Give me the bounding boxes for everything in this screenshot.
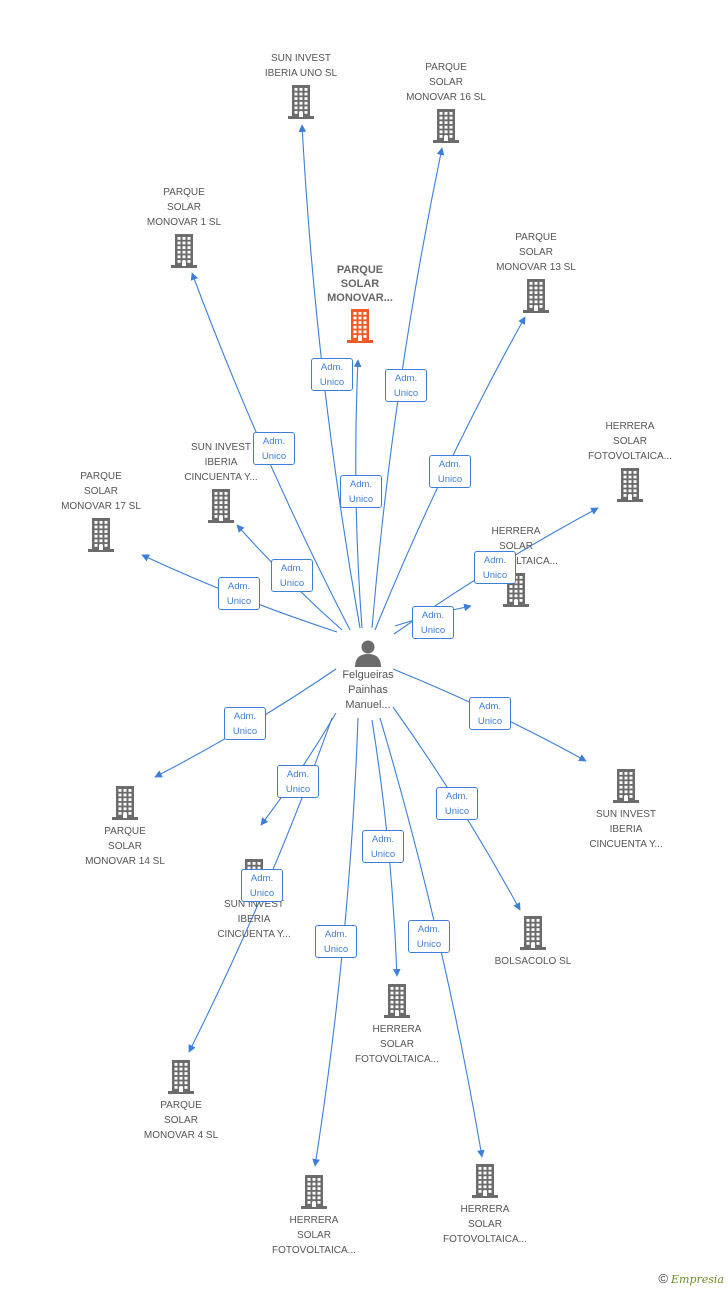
relation-badge-monovar-13[interactable]: Adm. Unico — [429, 455, 471, 488]
center-person-node[interactable]: Felgueiras Painhas Manuel... — [298, 638, 438, 713]
company-node-sun-cinc-2[interactable]: SUN INVEST IBERIA CINCUENTA Y... — [556, 769, 696, 852]
building-icon — [523, 279, 549, 313]
relation-badge-monovar-14[interactable]: Adm. Unico — [224, 707, 266, 740]
company-label: HERRERA SOLAR FOTOVOLTAICA... — [474, 526, 558, 567]
company-node-sun-uno[interactable]: SUN INVEST IBERIA UNO SL — [231, 51, 371, 119]
company-label: HERRERA SOLAR FOTOVOLTAICA... — [272, 1215, 356, 1256]
building-icon — [288, 85, 314, 119]
company-label: SUN INVEST IBERIA CINCUENTA Y... — [217, 899, 291, 940]
relation-badge-herrera-b2[interactable]: Adm. Unico — [315, 925, 357, 958]
relation-badge-monovar-16[interactable]: Adm. Unico — [385, 369, 427, 402]
company-label: SUN INVEST IBERIA CINCUENTA Y... — [589, 809, 663, 850]
company-label: HERRERA SOLAR FOTOVOLTAICA... — [355, 1024, 439, 1065]
company-node-herrera-mid[interactable]: HERRERA SOLAR FOTOVOLTAICA... — [446, 524, 586, 607]
company-label: PARQUE SOLAR MONOVAR 1 SL — [146, 187, 222, 228]
building-icon — [613, 769, 639, 803]
company-node-herrera-b2[interactable]: HERRERA SOLAR FOTOVOLTAICA... — [244, 1175, 384, 1258]
person-icon — [355, 640, 381, 667]
brand-name: Empresia — [671, 1273, 724, 1286]
relation-badge-sun-uno[interactable]: Adm. Unico — [311, 358, 353, 391]
brand-footer[interactable]: ©Empresia — [658, 1271, 724, 1286]
building-icon — [472, 1164, 498, 1198]
relation-badge-sun-cinc-1[interactable]: Adm. Unico — [271, 559, 313, 592]
company-node-monovar-13[interactable]: PARQUE SOLAR MONOVAR 13 SL — [466, 230, 606, 313]
relation-badge-herrera-b3[interactable]: Adm. Unico — [408, 920, 450, 953]
company-label: PARQUE SOLAR MONOVAR 16 SL — [406, 62, 486, 103]
company-node-bolsacolo[interactable]: BOLSACOLO SL — [463, 916, 603, 969]
company-node-herrera-top[interactable]: HERRERA SOLAR FOTOVOLTAICA... — [560, 419, 700, 502]
building-icon — [208, 489, 234, 523]
relation-badge-herrera-top[interactable]: Adm. Unico — [474, 551, 516, 584]
company-node-monovar-17[interactable]: PARQUE SOLAR MONOVAR 17 SL — [31, 469, 171, 552]
building-icon — [433, 109, 459, 143]
company-label: SUN INVEST IBERIA CINCUENTA Y... — [184, 442, 258, 483]
relation-badge-monovar-17[interactable]: Adm. Unico — [218, 577, 260, 610]
building-icon — [112, 786, 138, 820]
building-icon — [88, 518, 114, 552]
company-node-monovar-14[interactable]: PARQUE SOLAR MONOVAR 14 SL — [55, 786, 195, 869]
company-label: SUN INVEST IBERIA UNO SL — [264, 53, 338, 79]
building-icon — [520, 916, 546, 950]
company-node-monovar-4[interactable]: PARQUE SOLAR MONOVAR 4 SL — [111, 1060, 251, 1143]
company-label: PARQUE SOLAR MONOVAR 17 SL — [61, 471, 141, 512]
company-label: PARQUE SOLAR MONOVAR 4 SL — [143, 1100, 219, 1141]
relation-badge-bolsacolo[interactable]: Adm. Unico — [436, 787, 478, 820]
building-icon — [301, 1175, 327, 1209]
company-label: HERRERA SOLAR FOTOVOLTAICA... — [588, 421, 672, 462]
company-node-sun-cinc-1[interactable]: SUN INVEST IBERIA CINCUENTA Y... — [151, 440, 291, 523]
relation-badge-sun-cinc-3[interactable]: Adm. Unico — [277, 765, 319, 798]
relation-badge-monovar-4[interactable]: Adm. Unico — [241, 869, 283, 902]
relation-badge-herrera-mid[interactable]: Adm. Unico — [412, 606, 454, 639]
company-node-herrera-b3[interactable]: HERRERA SOLAR FOTOVOLTAICA... — [415, 1164, 555, 1247]
building-icon — [347, 309, 373, 343]
company-label: PARQUE SOLAR MONOVAR... — [327, 264, 393, 304]
company-label: HERRERA SOLAR FOTOVOLTAICA... — [443, 1204, 527, 1245]
copyright-symbol: © — [658, 1271, 668, 1286]
building-icon — [171, 234, 197, 268]
company-label: PARQUE SOLAR MONOVAR 14 SL — [85, 826, 165, 867]
company-node-focus[interactable]: PARQUE SOLAR MONOVAR... — [290, 263, 430, 343]
company-node-monovar-1[interactable]: PARQUE SOLAR MONOVAR 1 SL — [114, 185, 254, 268]
company-node-monovar-16[interactable]: PARQUE SOLAR MONOVAR 16 SL — [376, 60, 516, 143]
building-icon — [168, 1060, 194, 1094]
company-label: PARQUE SOLAR MONOVAR 13 SL — [496, 232, 576, 273]
relation-badge-herrera-b1[interactable]: Adm. Unico — [362, 830, 404, 863]
relation-badge-monovar-1[interactable]: Adm. Unico — [253, 432, 295, 465]
company-node-herrera-b1[interactable]: HERRERA SOLAR FOTOVOLTAICA... — [327, 984, 467, 1067]
building-icon — [617, 468, 643, 502]
building-icon — [384, 984, 410, 1018]
company-label: BOLSACOLO SL — [494, 956, 572, 967]
center-person-label: Felgueiras Painhas Manuel... — [342, 669, 394, 711]
relation-badge-focus[interactable]: Adm. Unico — [340, 475, 382, 508]
relation-badge-sun-cinc-2[interactable]: Adm. Unico — [469, 697, 511, 730]
